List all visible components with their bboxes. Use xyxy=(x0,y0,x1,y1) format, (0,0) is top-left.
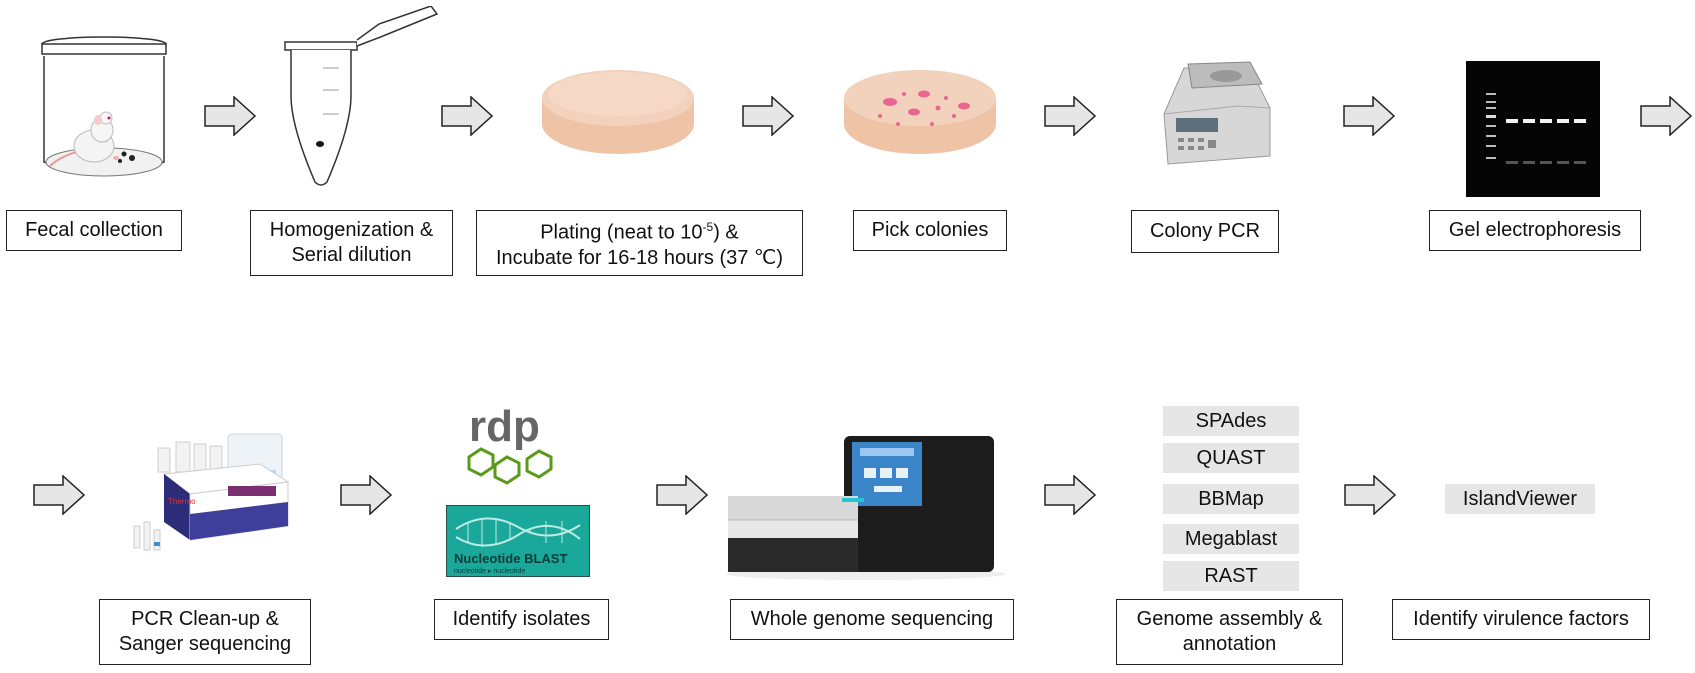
thermocycler-illustration xyxy=(1163,61,1271,165)
step-label: Fecal collection xyxy=(25,219,163,241)
step-pcr-cleanup: PCR Clean-up & Sanger sequencing xyxy=(99,599,311,665)
step-label-line1: Genome assembly & xyxy=(1136,608,1323,630)
step-identify-isolates: Identify isolates xyxy=(434,599,609,640)
blast-subtitle: nucleotide ▸ nucleotide xyxy=(454,568,525,575)
step-homogenization: Homogenization & Serial dilution xyxy=(250,210,453,276)
rdp-logo-text: rdp xyxy=(469,405,540,451)
step-label-line1: Plating (neat to 10-5) & xyxy=(540,220,739,244)
step-label-line2: Serial dilution xyxy=(291,244,412,266)
step-label-line2: Sanger sequencing xyxy=(118,633,292,655)
step-fecal-collection: Fecal collection xyxy=(6,210,182,251)
step-pick-colonies: Pick colonies xyxy=(853,210,1007,251)
step-gel-electrophoresis: Gel electrophoresis xyxy=(1429,210,1641,251)
arrow-right-icon xyxy=(656,475,708,515)
step-plating: Plating (neat to 10-5) & Incubate for 16… xyxy=(476,210,803,276)
step-colony-pcr: Colony PCR xyxy=(1131,210,1279,253)
tool-spades: SPAdes xyxy=(1163,406,1299,436)
arrow-right-icon xyxy=(204,96,256,136)
step-label-line1: PCR Clean-up & xyxy=(131,608,279,630)
step-label: Pick colonies xyxy=(871,219,989,241)
arrow-right-icon xyxy=(1343,96,1395,136)
step-label: Identify isolates xyxy=(452,608,591,630)
step-label: Whole genome sequencing xyxy=(750,608,994,630)
colony-plate-illustration xyxy=(844,70,996,154)
arrow-right-icon xyxy=(742,96,794,136)
step-label: Colony PCR xyxy=(1149,220,1261,242)
nucleotide-blast-banner: Nucleotide BLAST nucleotide ▸ nucleotide xyxy=(446,505,590,577)
rdp-logo: rdp xyxy=(467,405,553,485)
arrow-right-icon xyxy=(33,475,85,515)
step-label-line2: Incubate for 16-18 hours (37 ℃) xyxy=(495,246,784,269)
tool-megablast: Megablast xyxy=(1163,524,1299,554)
arrow-right-icon xyxy=(340,475,392,515)
tool-label: BBMap xyxy=(1198,487,1264,510)
kit-brand-text: Thermo xyxy=(168,497,196,506)
tool-label: SPAdes xyxy=(1195,409,1267,432)
arrow-right-icon xyxy=(1344,475,1396,515)
step-label-line2: annotation xyxy=(1182,633,1277,655)
step-whole-genome-sequencing: Whole genome sequencing xyxy=(730,599,1014,640)
blast-title: Nucleotide BLAST xyxy=(454,551,567,566)
arrow-right-icon xyxy=(1044,96,1096,136)
pcr-cleanup-kit-illustration: Thermo xyxy=(133,433,290,551)
agar-plate-illustration xyxy=(542,70,694,154)
tool-label: Megablast xyxy=(1184,527,1278,550)
tool-label: RAST xyxy=(1204,564,1258,587)
arrow-right-icon xyxy=(1640,96,1692,136)
fecal-jar-illustration xyxy=(41,36,167,177)
tool-label: QUAST xyxy=(1196,446,1266,469)
tube-illustration xyxy=(284,6,439,186)
tool-label: IslandViewer xyxy=(1462,487,1578,510)
tool-bbmap: BBMap xyxy=(1163,484,1299,514)
step-identify-virulence-factors: Identify virulence factors xyxy=(1392,599,1650,640)
arrow-right-icon xyxy=(441,96,493,136)
step-genome-assembly: Genome assembly & annotation xyxy=(1116,599,1343,665)
step-label: Identify virulence factors xyxy=(1413,608,1629,630)
tool-quast: QUAST xyxy=(1163,443,1299,473)
arrow-right-icon xyxy=(1044,475,1096,515)
sequencer-illustration xyxy=(726,436,1006,580)
tool-rast: RAST xyxy=(1163,561,1299,591)
step-label: Gel electrophoresis xyxy=(1448,219,1622,241)
gel-image-illustration xyxy=(1466,61,1600,197)
step-label-line1: Homogenization & xyxy=(269,219,434,241)
tool-islandviewer: IslandViewer xyxy=(1445,484,1595,514)
